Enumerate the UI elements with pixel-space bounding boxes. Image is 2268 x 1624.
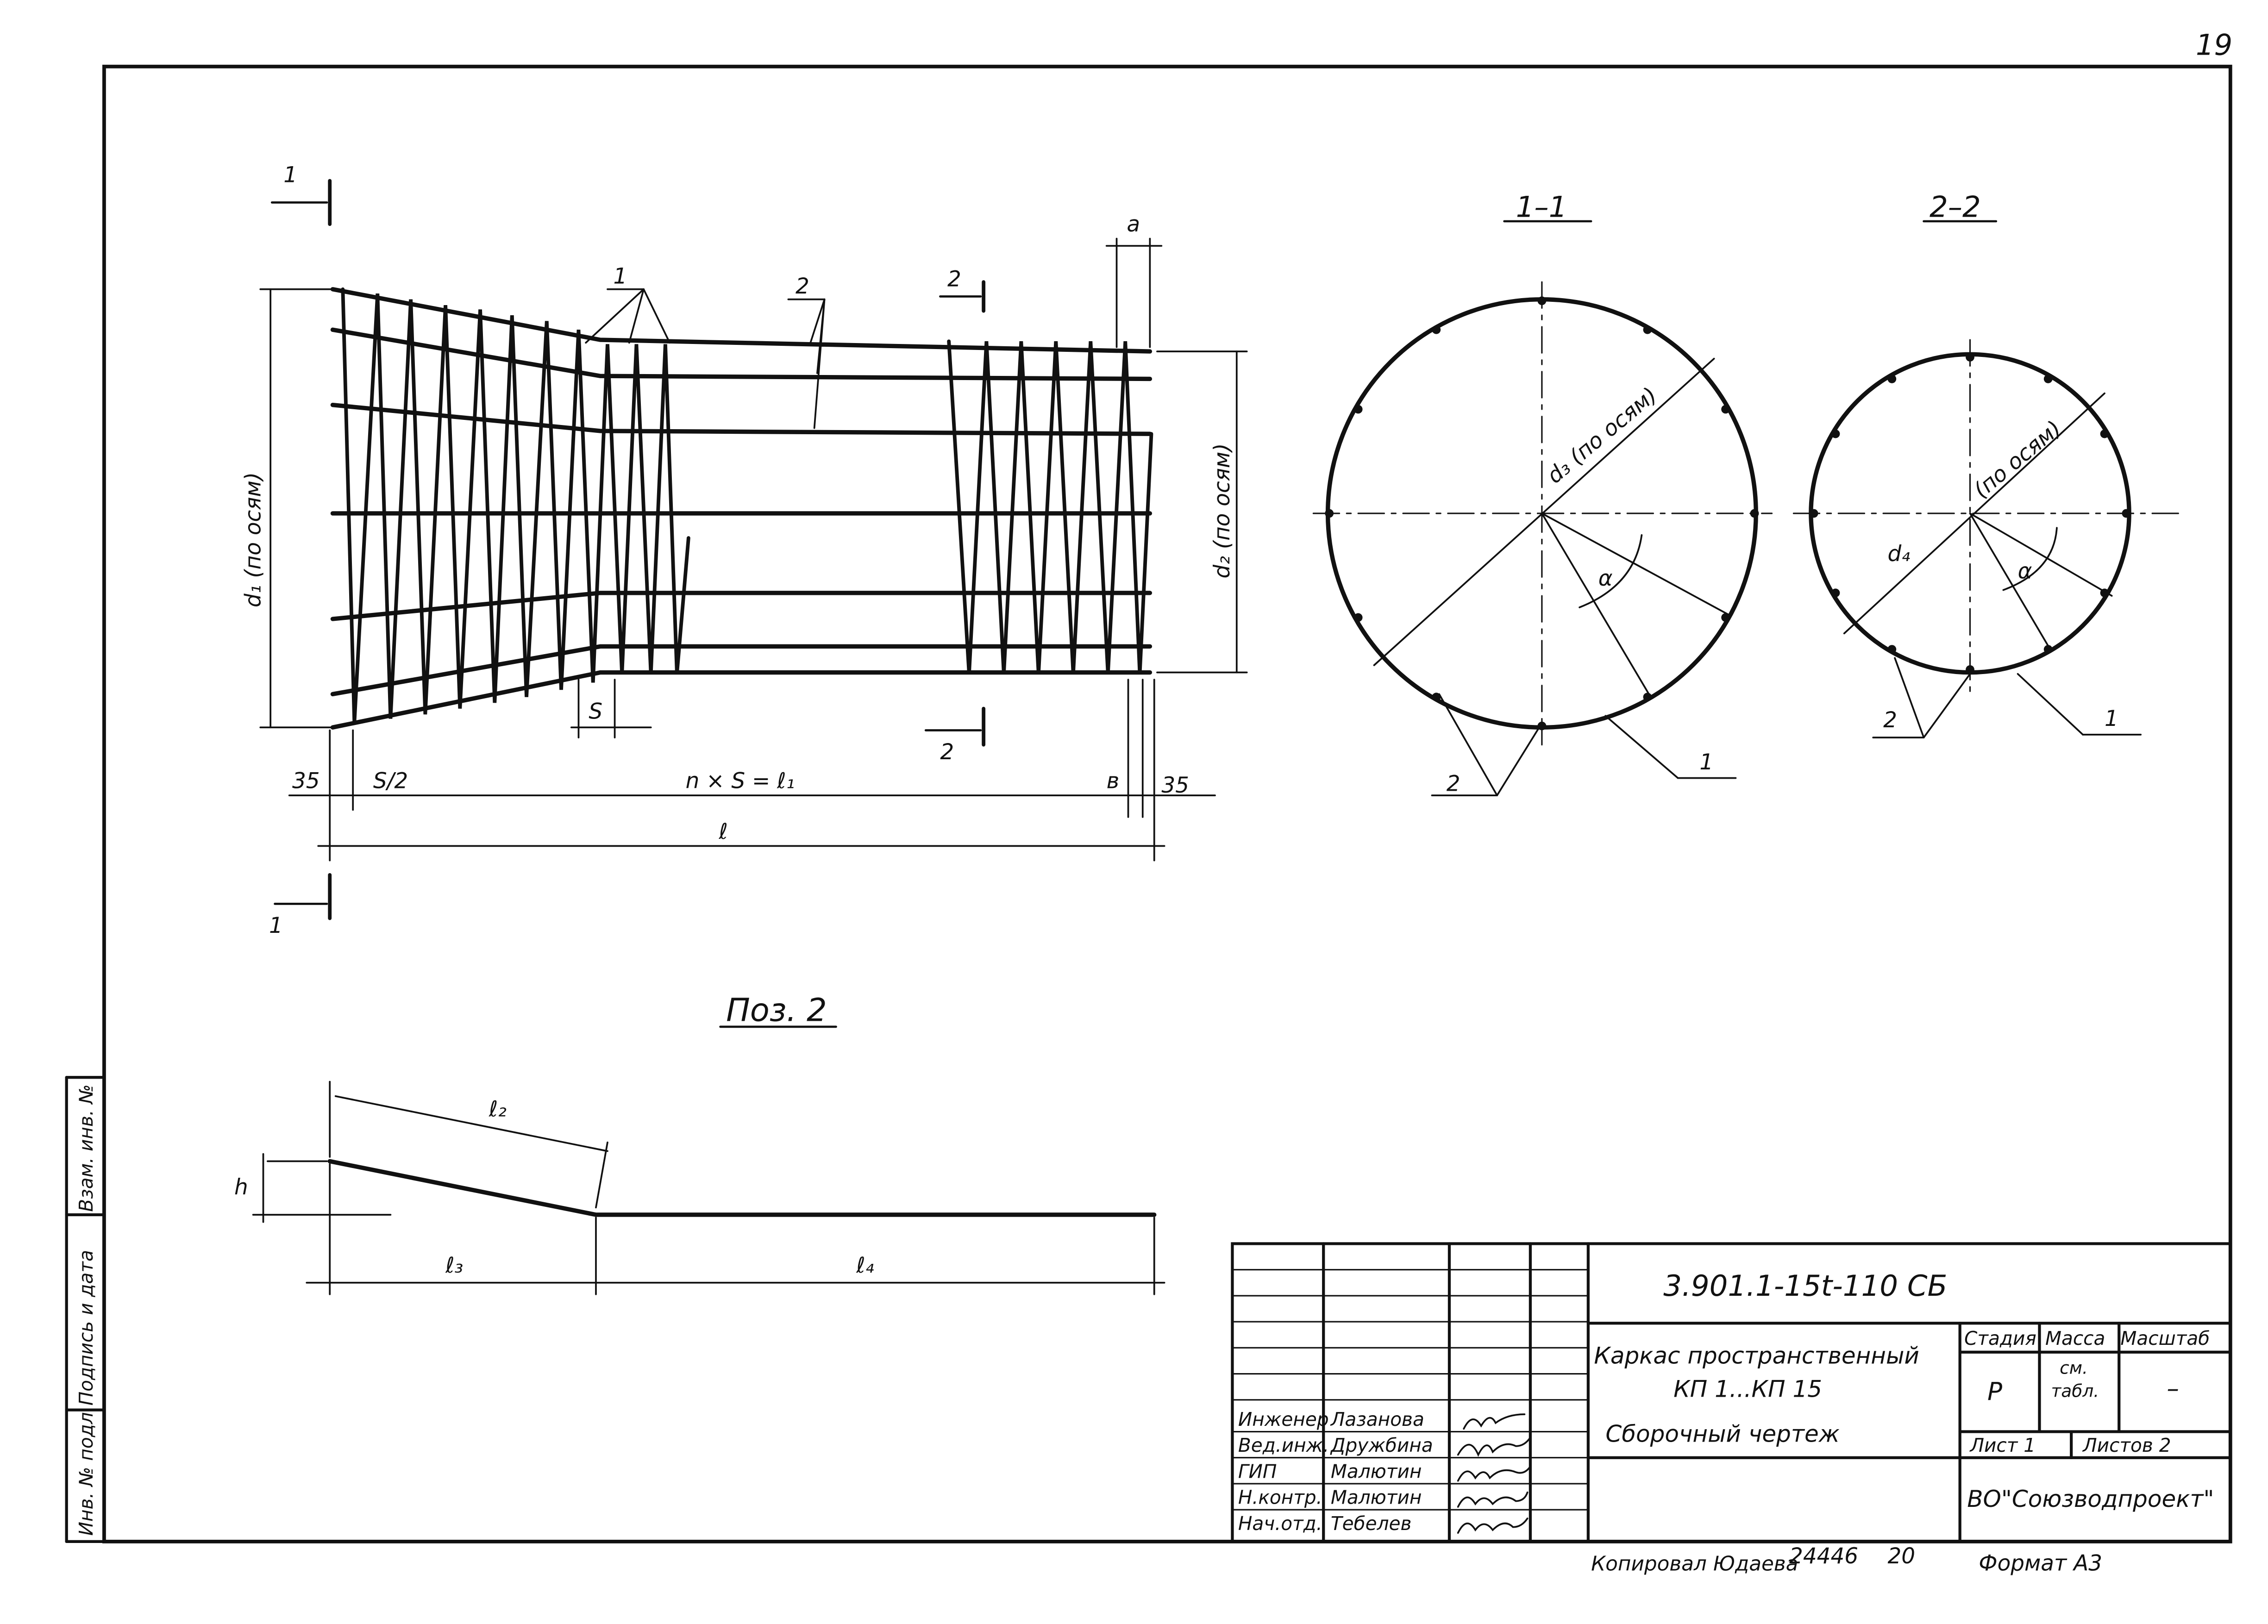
- cage-longitudinal-rods: [330, 287, 1153, 730]
- section-marks: [270, 179, 986, 920]
- pos2-title: Поз. 2: [726, 992, 827, 1029]
- title-line-1: Каркас пространственный: [1594, 1343, 1919, 1369]
- footer-number-2: 20: [1887, 1544, 1915, 1569]
- section-label-2-bottom: 2: [940, 740, 954, 765]
- section-2-2-title: 2–2: [1930, 190, 1981, 224]
- role-norm-control: Н.контр.: [1238, 1487, 1322, 1509]
- title-block-grid: [1231, 1242, 2232, 1543]
- dim-l-label: ℓ: [718, 819, 727, 844]
- position-label-1: 1: [613, 264, 627, 289]
- stage-header: Стадия: [1964, 1327, 2036, 1349]
- format-label: Формат А3: [1979, 1551, 2102, 1576]
- dim-s-half-label: S/2: [373, 768, 408, 793]
- section-label-1-top: 1: [283, 163, 297, 188]
- name-norm-control: Малютин: [1331, 1487, 1422, 1509]
- stamp-inv-no-podl: Инв. № подл.: [75, 1406, 97, 1536]
- pos2-l2-label: ℓ₂: [489, 1097, 507, 1122]
- role-gip: ГИП: [1238, 1460, 1277, 1482]
- section-1-1-title: 1–1: [1516, 190, 1567, 224]
- section-1-1-rod-dots: [1325, 296, 1759, 731]
- leader-2-label-1: 2: [1447, 772, 1460, 797]
- dim-d1-label: d₁ (по осям): [241, 472, 266, 607]
- drawing-frame: [102, 64, 2232, 1543]
- organization: ВО"Союзводпроект": [1967, 1486, 2214, 1512]
- alpha-label-2: α: [2018, 559, 2032, 584]
- dim-d2-label: d₂ (по осям): [1210, 443, 1235, 578]
- stamp-signature-date: Подпись и дата: [75, 1250, 97, 1405]
- cage-dimension-lines: [259, 237, 1248, 862]
- dim-35-left-label: 35: [292, 768, 320, 793]
- alpha-label-1: α: [1598, 566, 1613, 591]
- dim-s-label: S: [589, 700, 602, 725]
- role-engineer: Инженер: [1238, 1408, 1329, 1430]
- d4-label: d₄: [1887, 542, 1910, 567]
- name-engineer: Лазанова: [1330, 1408, 1424, 1430]
- page-number: 19: [2196, 28, 2233, 62]
- dim-a-label: a: [1127, 212, 1140, 237]
- pos2-rod: [252, 1025, 1165, 1295]
- name-dept-head: Тебелев: [1331, 1512, 1412, 1535]
- mass-value-2: табл.: [2051, 1381, 2099, 1401]
- scale-header: Масштаб: [2120, 1327, 2210, 1349]
- scale-value: –: [2167, 1374, 2179, 1403]
- pos2-h-label: h: [234, 1175, 248, 1200]
- copied-by: Копировал Юдаева: [1591, 1552, 1798, 1575]
- stage-value: Р: [1987, 1377, 2002, 1406]
- dim-ns-l1-label: n × S = ℓ₁: [686, 768, 795, 793]
- leader-1-label-2: 1: [2105, 706, 2118, 731]
- pos2-l4-label: ℓ₄: [856, 1253, 874, 1278]
- leader-2-label-2: 2: [1883, 708, 1897, 733]
- d3-label: d₃ (по осям): [1542, 383, 1662, 489]
- title-line-3: Сборочный чертеж: [1605, 1420, 1839, 1447]
- d4-axes-label: (по осям): [1969, 416, 2067, 503]
- position-label-2: 2: [796, 274, 809, 299]
- signatures: [1457, 1413, 1531, 1534]
- section-label-1-bottom: 1: [269, 913, 283, 938]
- section-2-2-rod-dots: [1809, 353, 2131, 674]
- sheet-label: Лист 1: [1969, 1434, 2036, 1456]
- dim-35-right-label: 35: [1161, 773, 1189, 798]
- dim-b-label: в: [1107, 768, 1120, 793]
- role-lead-engineer: Вед.инж.: [1238, 1434, 1329, 1456]
- name-gip: Малютин: [1331, 1460, 1422, 1482]
- name-lead-engineer: Дружбина: [1330, 1434, 1433, 1456]
- sheets-label: Листов 2: [2082, 1434, 2171, 1456]
- doc-code: 3.901.1-15t-110 СБ: [1663, 1269, 1947, 1303]
- mass-value-1: см.: [2060, 1358, 2088, 1378]
- section-label-2-top: 2: [947, 267, 961, 292]
- pos2-l3-label: ℓ₃: [445, 1253, 463, 1278]
- role-dept-head: Нач.отд.: [1238, 1512, 1322, 1535]
- title-line-2: КП 1...КП 15: [1673, 1376, 1822, 1403]
- stamp-vzam-inv: Взам. инв. №: [75, 1084, 97, 1212]
- mass-header: Масса: [2045, 1327, 2105, 1349]
- section-1-1: [1312, 220, 1773, 796]
- cage-spiral-winding: [341, 287, 1153, 724]
- footer-number: 24446: [1789, 1544, 1858, 1569]
- leader-1-label-1: 1: [1699, 750, 1713, 775]
